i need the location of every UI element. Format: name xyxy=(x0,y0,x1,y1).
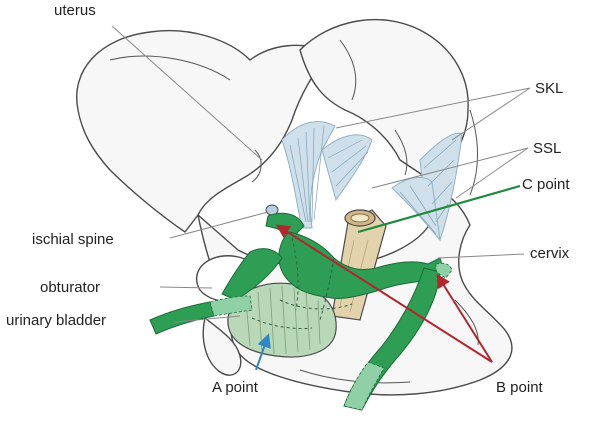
label-ischial-spine: ischial spine xyxy=(32,231,114,248)
label-a-point: A point xyxy=(212,379,258,396)
label-obturator: obturator xyxy=(40,279,100,296)
label-cervix: cervix xyxy=(530,245,569,262)
label-skl: SKL xyxy=(535,80,563,97)
label-ssl: SSL xyxy=(533,140,561,157)
label-b-point: B point xyxy=(496,379,543,396)
label-urinary-bladder: urinary bladder xyxy=(6,312,106,329)
leader-ssl-b xyxy=(456,148,528,198)
label-c-point: C point xyxy=(522,176,570,193)
label-uterus: uterus xyxy=(54,2,96,19)
